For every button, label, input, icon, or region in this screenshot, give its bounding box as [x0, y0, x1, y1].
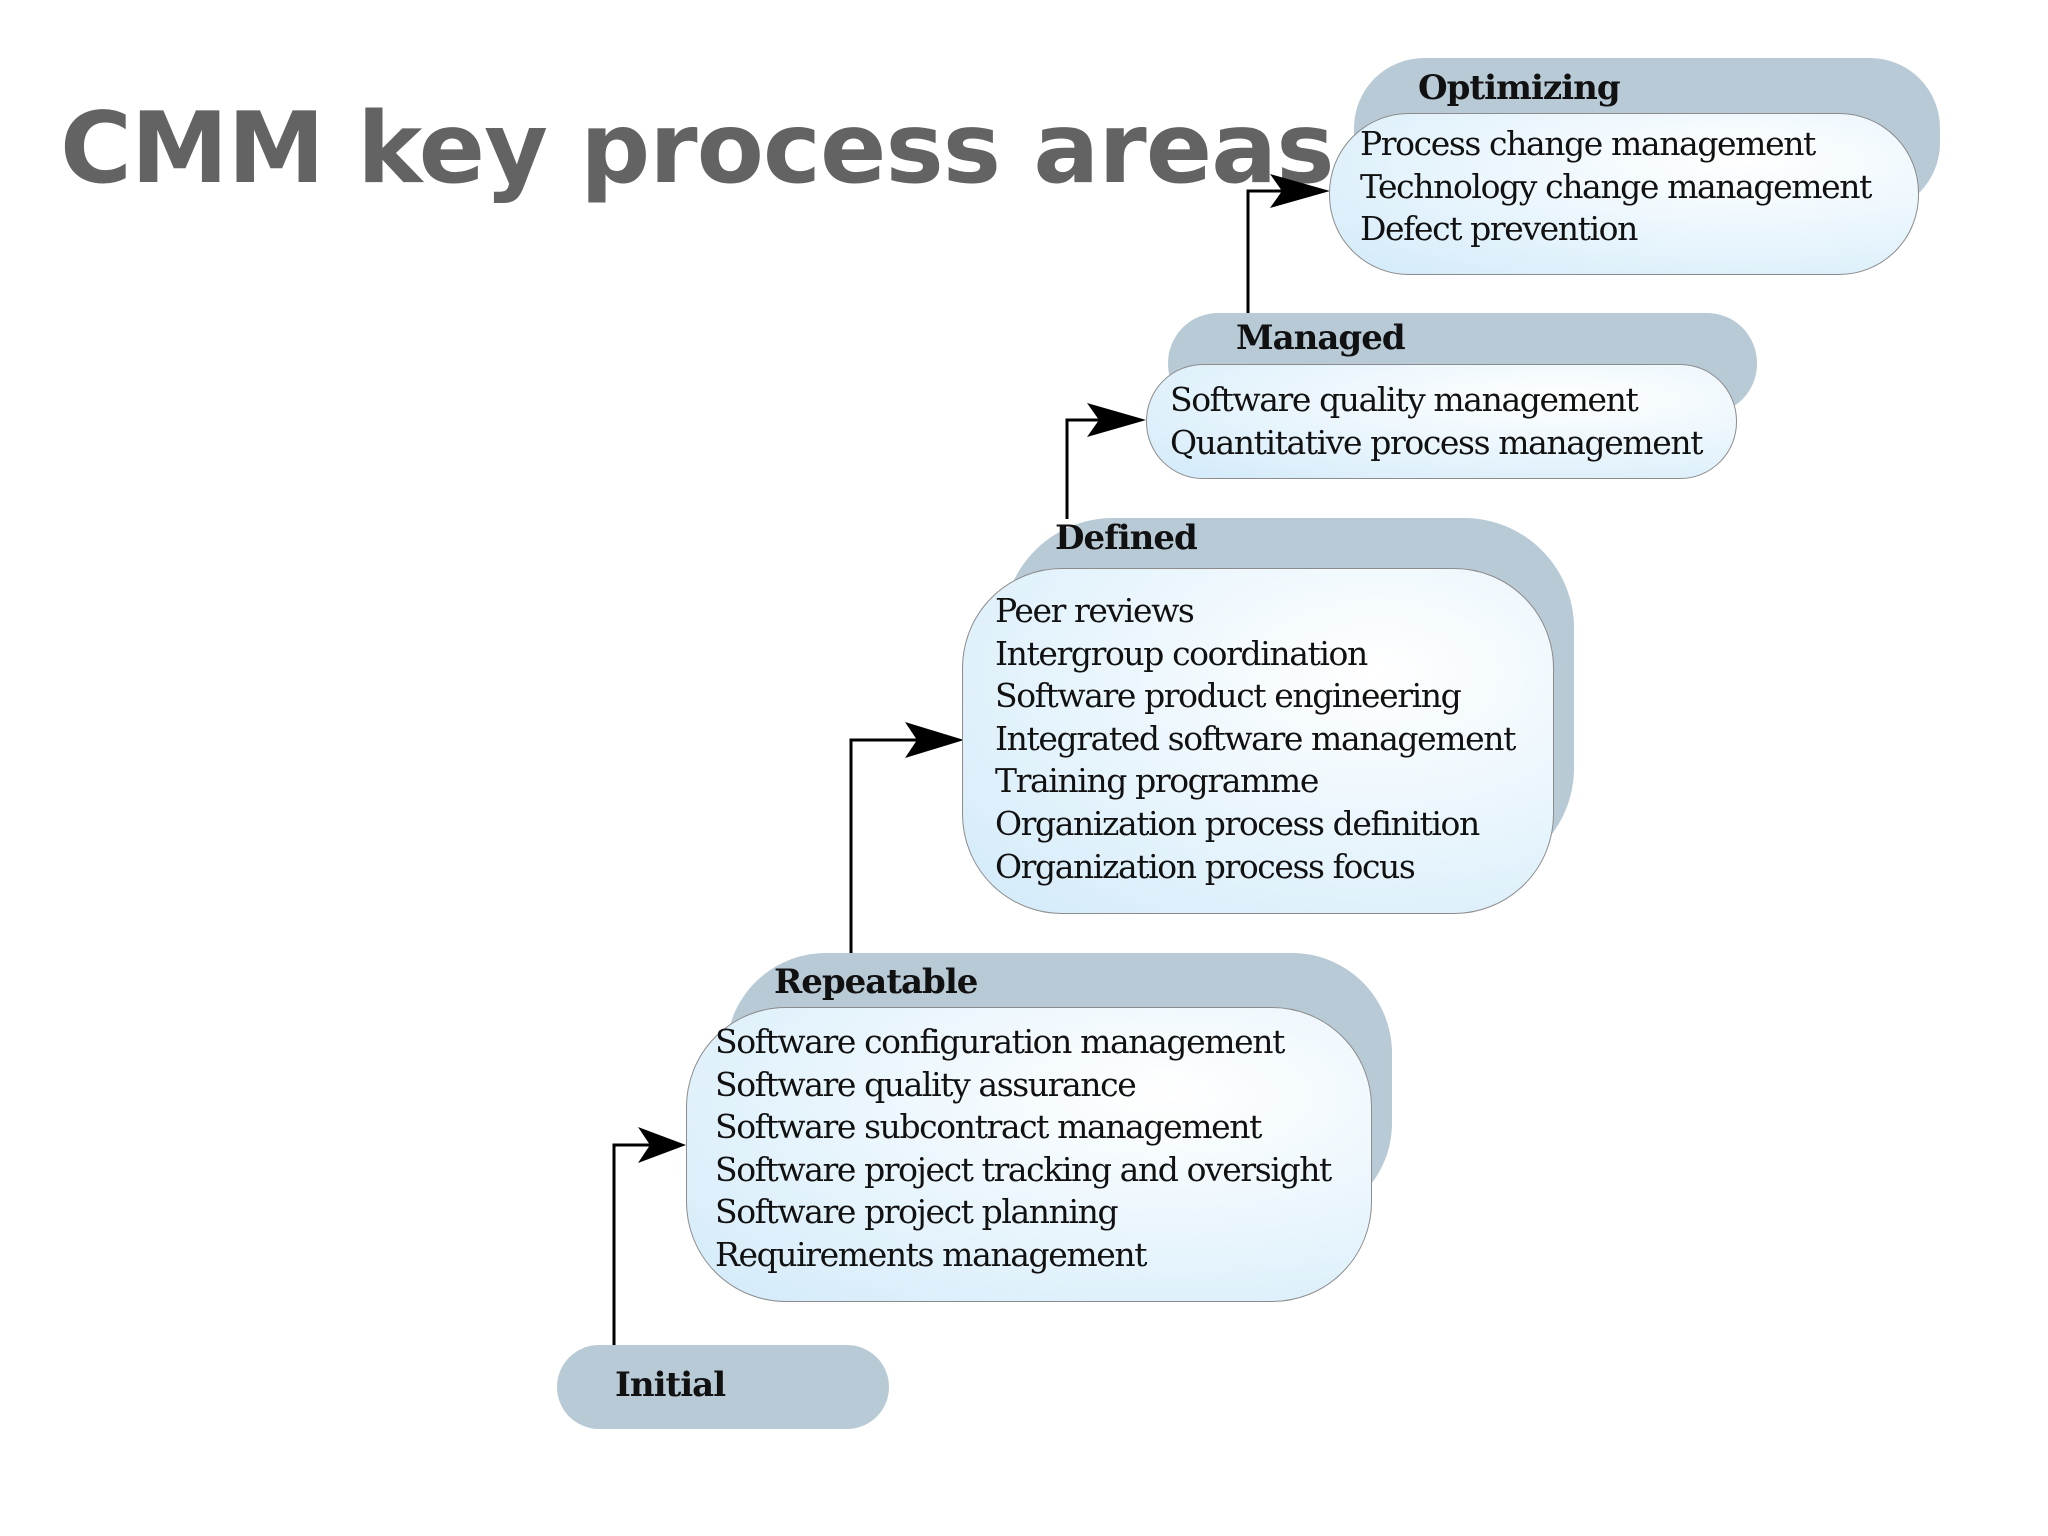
process-area-item: Training programme: [995, 761, 1319, 801]
level-initial-label: Initial: [615, 1365, 726, 1405]
level-defined-box: [962, 568, 1554, 914]
level-defined-label: Defined: [1055, 518, 1198, 558]
level-managed-label: Managed: [1236, 318, 1406, 358]
process-area-item: Software quality management: [1170, 380, 1639, 419]
process-area-item: Intergroup coordination: [995, 633, 1368, 673]
level-optimizing-label: Optimizing: [1418, 68, 1621, 108]
page-title: CMM key process areas: [60, 92, 1335, 206]
level-managed-items: Software quality management Quantitative…: [1170, 379, 1703, 464]
process-area-item: Software project tracking and oversight: [715, 1149, 1332, 1189]
level-repeatable-box: [686, 1007, 1372, 1302]
process-area-item: Software subcontract management: [715, 1107, 1262, 1147]
process-area-item: Quantitative process management: [1170, 422, 1703, 462]
arrow-managed-to-optimizing: [1246, 174, 1330, 313]
level-managed-box: [1146, 364, 1737, 479]
process-area-item: Defect prevention: [1360, 209, 1638, 249]
process-area-item: Requirements management: [715, 1234, 1147, 1274]
process-area-item: Peer reviews: [995, 591, 1195, 630]
process-area-item: Integrated software management: [995, 718, 1516, 758]
level-repeatable-items: Software configuration management Softwa…: [715, 1021, 1332, 1277]
process-area-item: Technology change management: [1360, 166, 1872, 206]
arrow-initial-to-repeatable: [612, 1127, 686, 1346]
level-defined-items: Peer reviews Intergroup coordination Sof…: [995, 590, 1516, 888]
arrow-repeatable-to-defined: [849, 722, 964, 954]
process-area-item: Software configuration management: [715, 1022, 1285, 1061]
arrow-defined-to-managed: [1065, 403, 1146, 519]
process-area-item: Process change management: [1360, 124, 1816, 163]
level-optimizing-box: [1329, 113, 1919, 275]
level-optimizing-items: Process change management Technology cha…: [1360, 123, 1872, 251]
level-repeatable-label: Repeatable: [774, 962, 978, 1002]
process-area-item: Software quality assurance: [715, 1064, 1137, 1104]
level-initial-tab: [557, 1345, 889, 1429]
process-area-item: Organization process focus: [995, 846, 1416, 886]
process-area-item: Software project planning: [715, 1192, 1119, 1232]
process-area-item: Software product engineering: [995, 676, 1462, 716]
process-area-item: Organization process definition: [995, 803, 1480, 843]
